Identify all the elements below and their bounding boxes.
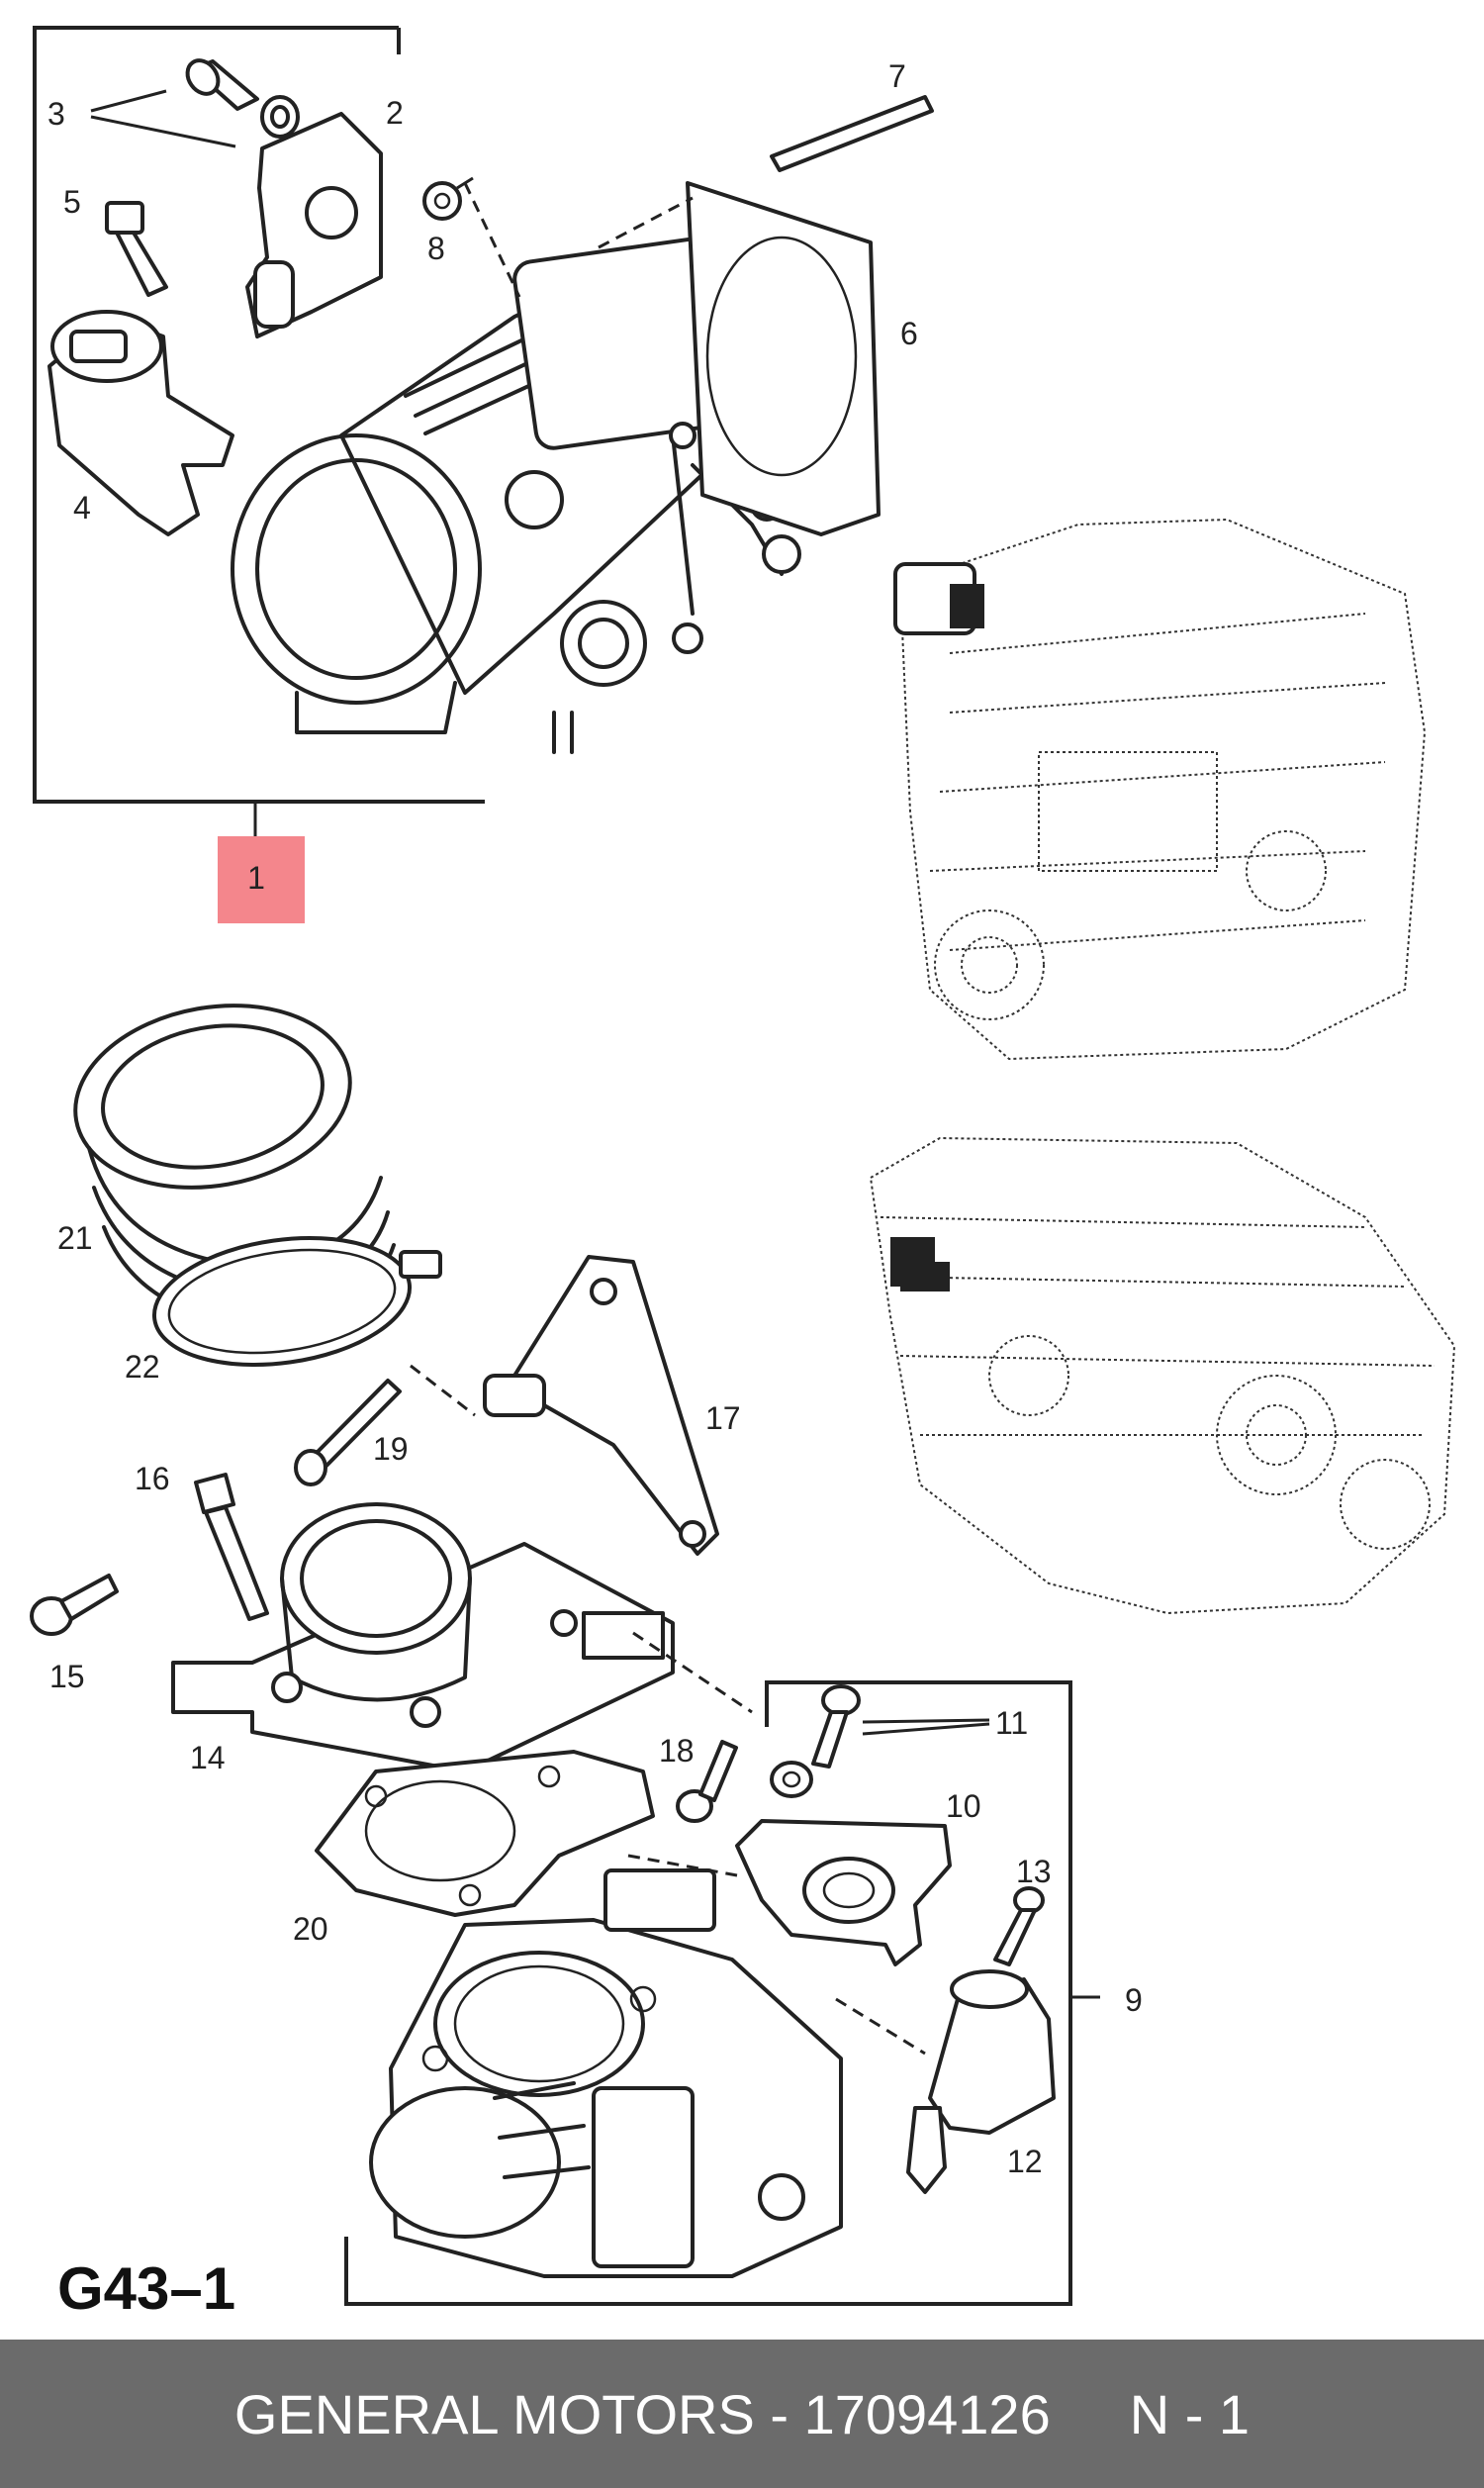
callout-13: 13 [1016, 1854, 1052, 1889]
part-18-bolt [676, 1740, 738, 1823]
assembly-1-frame [33, 26, 485, 923]
callout-15: 15 [49, 1659, 85, 1694]
part-8-nut [422, 181, 462, 221]
part-2-sensor [245, 112, 383, 338]
part-20-gasket [315, 1750, 655, 1917]
part-4-idle-valve [47, 310, 234, 536]
callout-7: 7 [888, 58, 906, 94]
part-7-stud [770, 95, 934, 172]
footer-part-info: GENERAL MOTORS - 17094126 [233, 2382, 1051, 2445]
part-17-bracket [483, 1255, 719, 1556]
leader-lines [90, 89, 990, 1736]
callout-18: 18 [659, 1733, 695, 1769]
callout-9: 9 [1125, 1982, 1143, 2018]
footer-quantity: N - 1 [1129, 2382, 1251, 2445]
callout-22: 22 [125, 1349, 160, 1385]
part-5-bolt [105, 201, 168, 297]
part-14-adaptor [171, 1502, 675, 1773]
highlight-box-1 [218, 836, 305, 923]
engine-illustration-bottom [869, 1136, 1456, 1615]
page-code: G43–1 [57, 2255, 236, 2322]
callout-21: 21 [57, 1220, 93, 1256]
callout-4: 4 [73, 490, 91, 526]
engine-illustration-top [893, 518, 1427, 1061]
part-11-screw-washer [770, 1684, 861, 1798]
part-19-bolt [294, 1379, 402, 1486]
callout-14: 14 [190, 1740, 226, 1775]
callout-17: 17 [705, 1400, 741, 1436]
callout-5: 5 [63, 184, 81, 220]
callout-2: 2 [386, 95, 404, 131]
part-16-bolt [194, 1473, 269, 1621]
callout-16: 16 [135, 1461, 170, 1496]
throttle-body-lower [369, 1868, 843, 2278]
callout-1: 1 [247, 860, 265, 896]
callout-6: 6 [900, 316, 918, 351]
part-12-idle-valve [906, 1969, 1056, 2194]
callout-labels: 1 2 3 4 5 6 7 8 9 10 11 12 13 14 15 16 1… [47, 58, 1143, 2179]
part-22-clamp [151, 1235, 442, 1368]
callout-20: 20 [293, 1911, 328, 1947]
callout-10: 10 [946, 1788, 981, 1824]
callout-3: 3 [47, 96, 65, 132]
part-13-bolt [993, 1886, 1045, 1966]
callout-12: 12 [1007, 2144, 1043, 2179]
part-15-bolt [30, 1574, 119, 1636]
callout-19: 19 [373, 1431, 409, 1467]
assembly-9-frame [344, 1680, 1100, 2306]
part-21-hose [73, 1004, 396, 1328]
callout-8: 8 [427, 231, 445, 266]
exploded-parts-diagram: 1 2 3 4 5 6 7 8 9 10 11 12 13 14 15 16 1… [30, 26, 1456, 2306]
part-6-gasket [686, 181, 881, 536]
footer-bar: GENERAL MOTORS - 17094126 N - 1 [0, 2340, 1484, 2488]
part-10-sensor [735, 1819, 952, 1966]
part-3-screw-washer [185, 58, 300, 139]
callout-11: 11 [995, 1705, 1028, 1741]
